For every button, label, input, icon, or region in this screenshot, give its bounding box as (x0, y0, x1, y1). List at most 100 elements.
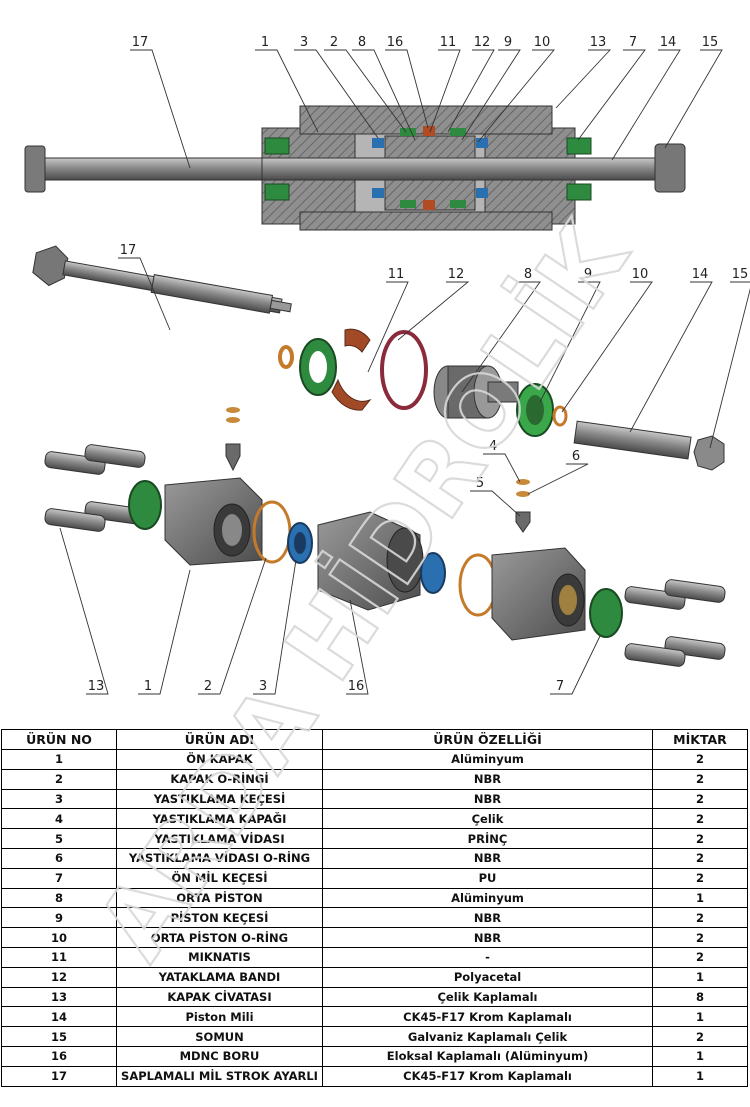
o-ring-10 (552, 405, 568, 427)
part-no-cell: 3 (1, 788, 117, 810)
quantity-cell: 1 (652, 887, 748, 909)
section-leader-line (447, 49, 495, 133)
rear-cover (491, 547, 586, 641)
cushion-seal-right-exploded (420, 552, 446, 594)
header-part-name: ÜRÜN ADI (116, 729, 323, 750)
cushion-screw-left (225, 407, 241, 472)
section-leader-line (555, 49, 612, 109)
part-no-cell: 6 (1, 847, 117, 869)
exploded-callout-label: 7 (556, 679, 564, 694)
section-leader-line (477, 49, 555, 143)
exploded-leader-line (461, 281, 541, 393)
parts-table-header: ÜRÜN NO ÜRÜN ADI ÜRÜN ÖZELLİĞİ MİKTAR (1, 729, 748, 750)
rod-17-section (27, 157, 279, 181)
piston-rod-section (261, 157, 683, 181)
cushion-seal-3-hole (294, 532, 306, 554)
part-name-cell: KAPAK O-RİNGİ (116, 768, 323, 790)
section-leader-line (461, 49, 521, 141)
cushion-seal-left-b (372, 188, 384, 198)
part-spec-cell: NBR (322, 907, 653, 929)
part-no-cell: 9 (1, 907, 117, 929)
part-spec-cell: - (322, 946, 653, 968)
part-no-cell: 16 (1, 1045, 117, 1067)
section-leader-line (324, 49, 407, 133)
part-spec-cell: Çelik Kaplamalı (322, 986, 653, 1008)
section-callout-label: 1 (261, 35, 269, 50)
part-no-cell: 17 (1, 1065, 117, 1087)
part-spec-cell: Galvaniz Kaplamalı Çelik (322, 1026, 653, 1047)
section-callout-label: 8 (358, 35, 366, 50)
magnet-top (423, 126, 435, 136)
quantity-cell: 2 (652, 1026, 748, 1047)
quantity-cell: 2 (652, 946, 748, 968)
part-no-cell: 11 (1, 946, 117, 968)
part-no-cell: 2 (1, 768, 117, 790)
part-name-cell: ÖN KAPAK (116, 749, 323, 770)
quantity-cell: 1 (652, 1006, 748, 1028)
part-spec-cell: NBR (322, 768, 653, 790)
section-callout-label: 16 (387, 35, 404, 50)
part-spec-cell: CK45-F17 Krom Kaplamalı (322, 1006, 653, 1028)
part-name-cell: MDNC BORU (116, 1045, 323, 1067)
exploded-leader-line (138, 569, 191, 695)
part-no-cell: 14 (1, 1006, 117, 1028)
rod-seal-7-left-exploded (128, 480, 162, 530)
cushion-seal-right-b (476, 188, 488, 198)
nut-15-section (654, 143, 686, 193)
quantity-cell: 2 (652, 788, 748, 810)
rod-seal-7-left (264, 137, 290, 155)
section-callout-label: 11 (440, 35, 457, 50)
exploded-callout-label: 16 (348, 679, 365, 694)
part-name-cell: SAPLAMALI MİL STROK AYARLI (116, 1065, 323, 1087)
part-no-cell: 12 (1, 966, 117, 988)
exploded-leader-line (346, 599, 369, 695)
part-no-cell: 5 (1, 828, 117, 849)
nut-15 (693, 435, 725, 471)
o-ring-orange-small (278, 345, 294, 369)
section-leader-line (294, 49, 379, 139)
section-leader-line (429, 49, 461, 133)
piston-seal-9-hole (526, 395, 544, 425)
section-leader-line (385, 49, 429, 129)
magnet-11 (331, 328, 372, 411)
rod-seal-7-right-exploded (589, 588, 623, 638)
exploded-callout-label: 4 (489, 439, 497, 454)
exploded-callout-label: 11 (388, 267, 405, 282)
quantity-cell: 1 (652, 1065, 748, 1087)
section-leader-line (577, 49, 646, 141)
piston-seal-top-2 (450, 128, 466, 136)
rod-seal-7-right-bottom (566, 183, 592, 201)
exploded-leader-line (561, 281, 653, 413)
cover-bolts-13-right (624, 579, 726, 667)
exploded-leader-line (629, 281, 713, 433)
section-callout-label: 14 (660, 35, 677, 50)
exploded-leader-line (483, 453, 521, 483)
quantity-cell: 2 (652, 847, 748, 869)
rod-seal-green-hole (309, 351, 327, 383)
part-name-cell: PİSTON KEÇESİ (116, 907, 323, 929)
section-callout-label: 9 (504, 35, 512, 50)
cover-o-ring-right (458, 553, 498, 617)
exploded-callout-label: 5 (476, 476, 484, 491)
piston-seal-bottom (400, 200, 416, 208)
quantity-cell: 2 (652, 867, 748, 889)
section-leader-line (611, 49, 681, 161)
section-callout-label: 12 (474, 35, 491, 50)
header-part-spec: ÜRÜN ÖZELLİĞİ (322, 729, 653, 750)
exploded-callout-label: 3 (259, 679, 267, 694)
part-name-cell: YATAKLAMA BANDI (116, 966, 323, 988)
